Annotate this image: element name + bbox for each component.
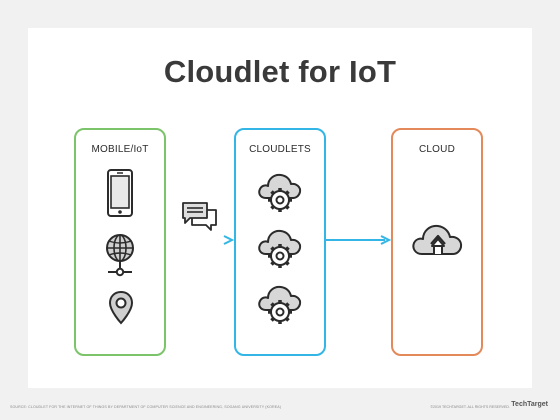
cloud-gear-icon	[256, 280, 304, 326]
cloud-label: CLOUD	[418, 144, 455, 155]
globe-network-icon	[102, 232, 138, 278]
mobile-iot-panel: MOBILE/IoT	[74, 128, 166, 356]
copyright-note: ©2019 TECHTARGET. ALL RIGHTS RESERVED.	[430, 405, 510, 409]
mobile-iot-label: MOBILE/IoT	[91, 144, 149, 155]
cloud-upload-icon	[410, 220, 466, 260]
cloud-gear-icon	[256, 168, 304, 214]
arrow-mobile-to-cloudlets	[166, 234, 234, 246]
chat-bubbles-icon	[180, 200, 220, 234]
smartphone-icon	[106, 168, 134, 218]
location-pin-icon	[108, 290, 134, 326]
arrow-cloudlets-to-cloud	[326, 234, 391, 246]
cloud-panel: CLOUD	[391, 128, 483, 356]
diagram-title: Cloudlet for IoT	[163, 54, 397, 89]
techtarget-logo: TechTarget	[511, 401, 548, 408]
cloud-gear-icon	[256, 224, 304, 270]
cloudlets-label: CLOUDLETS	[249, 144, 311, 155]
source-note: SOURCE: CLOUDLET FOR THE INTERNET OF THI…	[10, 405, 281, 409]
cloudlets-panel: CLOUDLETS	[234, 128, 326, 356]
